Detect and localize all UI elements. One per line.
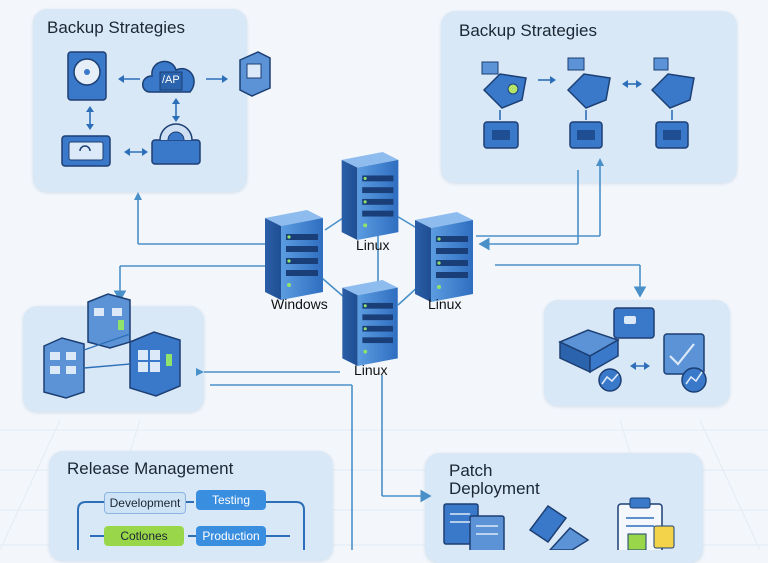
server-label-linux-top: Linux (356, 237, 390, 253)
server-linux-bottom (342, 280, 398, 366)
package-icon (613, 307, 655, 339)
server-label-linux-right: Linux (428, 296, 462, 312)
backup-strategies-title-right: Backup Strategies (459, 21, 597, 40)
server-linux-right (415, 212, 473, 302)
diagram-canvas (43, 51, 707, 550)
backup-stack-icon-3 (650, 57, 695, 149)
cloud-badge-text: /AP (162, 74, 180, 86)
monitor-chart-icon-left (598, 368, 622, 392)
clipboard-icon (617, 497, 675, 550)
server-windows (265, 210, 323, 300)
release-management-panel (49, 451, 333, 561)
windows-server-icon (129, 331, 181, 397)
backup-device-icon (61, 135, 111, 167)
hard-drive-icon (67, 51, 107, 101)
cloud-icon (142, 60, 195, 93)
backup-strategies-title-left: Backup Strategies (47, 18, 185, 37)
server-linux-top (341, 152, 399, 240)
backup-stack-icon-2 (566, 57, 611, 149)
file-box-icon (239, 51, 271, 97)
connector-lines (113, 160, 647, 550)
server-label-linux-bottom: Linux (354, 362, 388, 378)
cluster-server-icon-2 (87, 293, 131, 349)
router-icon (151, 123, 201, 165)
cluster-server-icon-1 (43, 337, 85, 399)
monitor-chart-icon-right (681, 367, 707, 393)
server-label-windows: Windows (271, 296, 328, 312)
backup-stack-icon-1 (481, 61, 527, 149)
patch-deployment-title: Patch Deployment (449, 461, 540, 498)
stage-development: Development (104, 492, 186, 514)
stage-cotlones: Cotlones (104, 526, 184, 546)
stage-testing: Testing (196, 490, 266, 510)
release-management-title: Release Management (67, 459, 234, 478)
storage-box-icon (558, 329, 620, 374)
patch-cards-icon (528, 504, 590, 550)
stage-production: Production (196, 526, 266, 546)
document-stack-icon (443, 503, 505, 550)
